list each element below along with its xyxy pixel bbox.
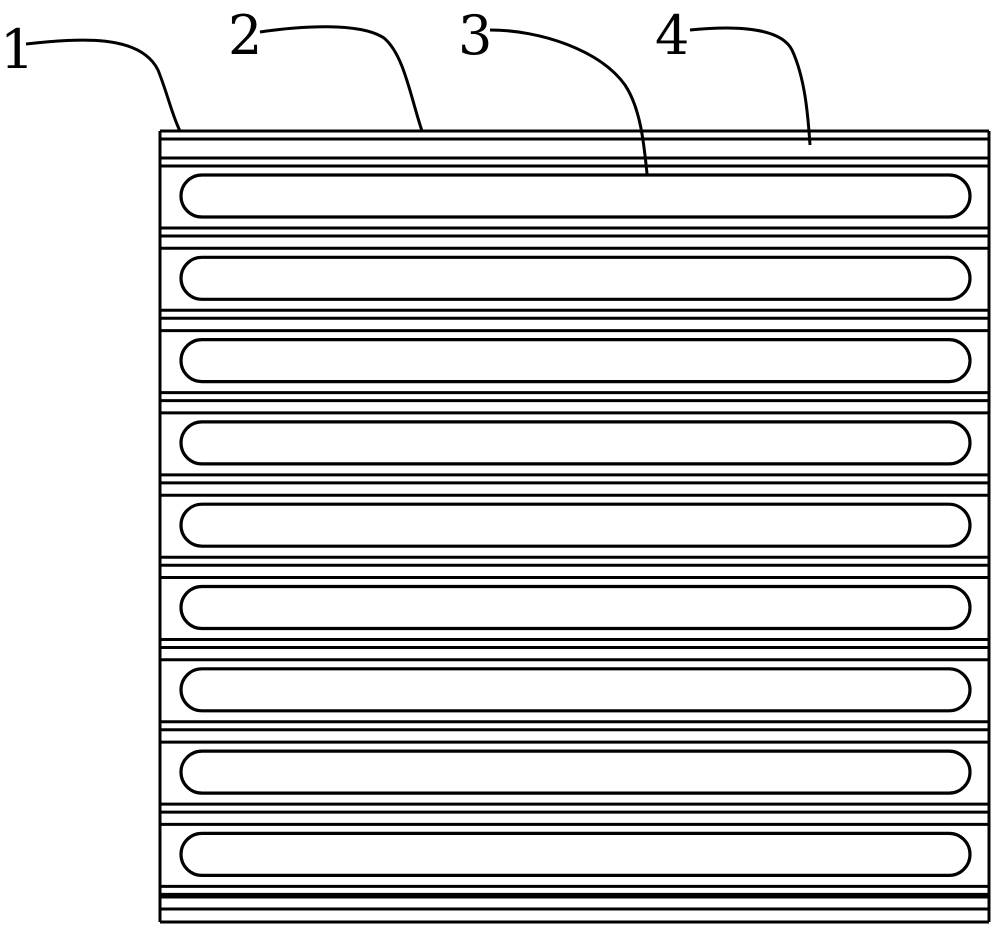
slot-9: [179, 831, 972, 878]
slot-8: [179, 749, 972, 795]
slot-6: [179, 584, 972, 631]
slot-1: [179, 173, 972, 219]
panel-frame: [158, 129, 991, 924]
leader-line-2: [259, 25, 424, 132]
slot-7: [179, 667, 972, 713]
slot-4: [179, 420, 972, 466]
slot-5: [179, 502, 972, 548]
callout-label-1: 1: [0, 18, 34, 81]
callout-label-2: 2: [228, 4, 262, 67]
leader-line-1: [25, 38, 182, 132]
leader-line-4: [689, 26, 812, 146]
slot-2: [179, 255, 972, 301]
callout-label-3: 3: [458, 4, 492, 67]
leader-line-3: [489, 28, 652, 201]
slot-group: [179, 173, 972, 878]
callout-label-4: 4: [655, 4, 689, 67]
slot-3: [179, 338, 972, 384]
separator-stripes: [160, 137, 989, 911]
